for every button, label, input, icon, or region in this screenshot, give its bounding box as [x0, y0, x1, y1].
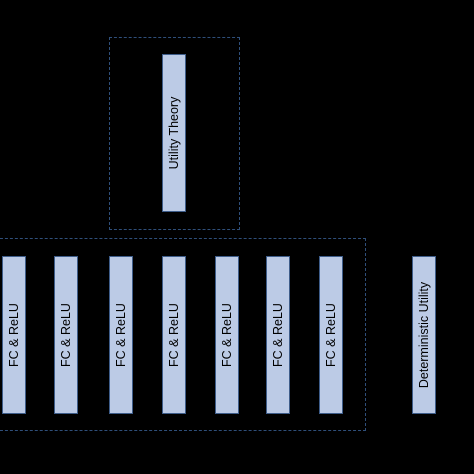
fc-relu-block-5: FC & ReLU [215, 256, 239, 414]
fc-relu-block-3: FC & ReLU [109, 256, 133, 414]
utility-theory-label: Utility Theory [167, 96, 181, 170]
fc-relu-block-1: FC & ReLU [2, 256, 26, 414]
fc-relu-label: FC & ReLU [59, 303, 73, 367]
deterministic-utility-label: Deterministic Utility [417, 281, 431, 389]
fc-relu-label: FC & ReLU [324, 303, 338, 367]
deterministic-utility-block: Deterministic Utility [412, 256, 436, 414]
fc-relu-block-2: FC & ReLU [54, 256, 78, 414]
fc-relu-block-6: FC & ReLU [266, 256, 290, 414]
fc-relu-block-4: FC & ReLU [162, 256, 186, 414]
fc-relu-label: FC & ReLU [7, 303, 21, 367]
fc-relu-label: FC & ReLU [167, 303, 181, 367]
fc-relu-block-7: FC & ReLU [319, 256, 343, 414]
fc-relu-label: FC & ReLU [271, 303, 285, 367]
fc-relu-label: FC & ReLU [220, 303, 234, 367]
utility-theory-block: Utility Theory [162, 54, 186, 212]
fc-layers-group [0, 238, 366, 431]
fc-relu-label: FC & ReLU [114, 303, 128, 367]
utility-theory-group [109, 37, 240, 230]
